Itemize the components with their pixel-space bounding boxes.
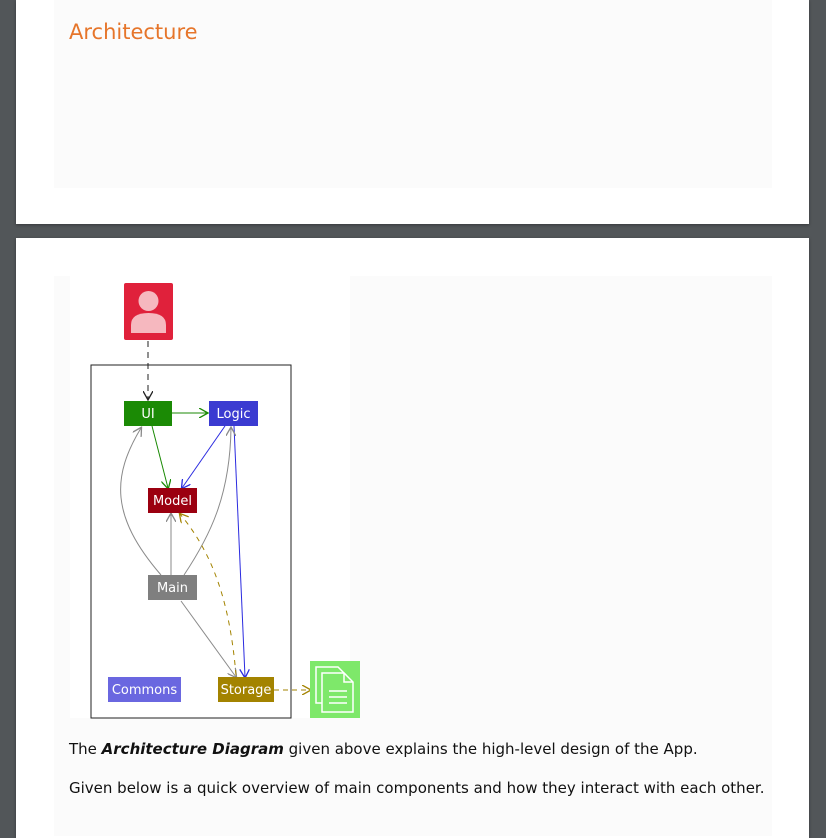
- app-boundary: [90, 364, 292, 719]
- section-heading: Architecture: [69, 20, 198, 44]
- svg-text:Model: Model: [153, 494, 192, 509]
- svg-text:UI: UI: [141, 407, 154, 422]
- user-icon: [124, 283, 173, 340]
- edge-main-storage: [180, 600, 236, 677]
- edge-ui-model: [151, 425, 168, 488]
- edge-main-ui: [120, 428, 162, 576]
- architecture-diagram: UI Logic Model Main Commons Storage: [70, 276, 360, 719]
- document-page: Architecture: [16, 0, 809, 224]
- edge-logic-model: [182, 425, 226, 488]
- node-commons: Commons: [108, 677, 181, 702]
- svg-text:Logic: Logic: [217, 407, 251, 422]
- overview-paragraph: Given below is a quick overview of main …: [69, 779, 765, 797]
- svg-text:Main: Main: [157, 581, 188, 596]
- edge-main-logic: [183, 428, 231, 576]
- node-model: Model: [148, 488, 197, 513]
- diagram-description: The Architecture Diagram given above exp…: [69, 740, 698, 758]
- svg-text:Storage: Storage: [221, 683, 272, 698]
- node-ui: UI: [124, 401, 172, 426]
- edge-logic-storage: [233, 425, 245, 677]
- content-panel: [54, 0, 772, 188]
- svg-text:Commons: Commons: [112, 683, 178, 698]
- paragraph-text: given above explains the high-level desi…: [283, 740, 698, 758]
- paragraph-text: The: [69, 740, 102, 758]
- data-file-icon: [310, 661, 360, 718]
- node-main: Main: [148, 575, 197, 600]
- node-storage: Storage: [218, 677, 274, 702]
- edge-storage-model: [180, 514, 237, 676]
- document-page: UI Logic Model Main Commons Storage: [16, 238, 809, 838]
- emphasized-term: Architecture Diagram: [101, 740, 284, 758]
- node-logic: Logic: [209, 401, 258, 426]
